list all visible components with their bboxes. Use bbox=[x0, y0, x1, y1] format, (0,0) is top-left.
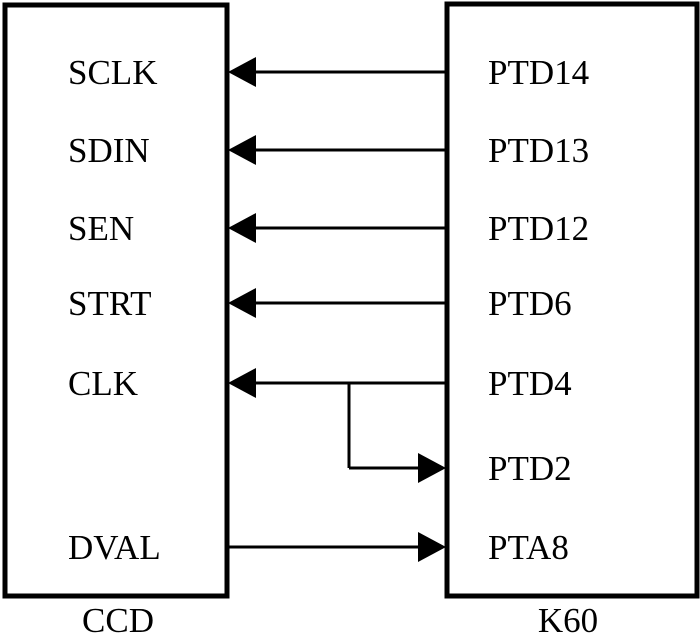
k60-pin-ptd14: PTD14 bbox=[488, 53, 589, 92]
ccd-pin-strt: STRT bbox=[68, 284, 151, 323]
k60-pin-ptd6: PTD6 bbox=[488, 284, 572, 323]
ccd-pin-sdin: SDIN bbox=[68, 131, 150, 170]
ccd-pin-sen: SEN bbox=[68, 209, 134, 248]
k60-pin-pta8: PTA8 bbox=[488, 528, 569, 567]
signal-dval-arrowhead-icon bbox=[418, 532, 446, 562]
signal-ptd6-arrowhead-icon bbox=[228, 288, 256, 318]
signal-ptd2-arrowhead-icon bbox=[418, 453, 446, 483]
ccd-pin-dval: DVAL bbox=[68, 528, 161, 567]
signal-ptd4-arrowhead-icon bbox=[228, 368, 256, 398]
k60-pin-ptd2: PTD2 bbox=[488, 449, 572, 488]
ccd-pin-clk: CLK bbox=[68, 364, 138, 403]
k60-label: K60 bbox=[538, 601, 598, 638]
signal-ptd12-arrowhead-icon bbox=[228, 213, 256, 243]
k60-pin-ptd4: PTD4 bbox=[488, 364, 572, 403]
ccd-block bbox=[2, 2, 230, 599]
k60-block bbox=[444, 1, 700, 599]
k60-pin-ptd13: PTD13 bbox=[488, 131, 589, 170]
signal-ptd14-arrowhead-icon bbox=[228, 57, 256, 87]
ccd-label: CCD bbox=[82, 601, 154, 638]
ccd-pin-sclk: SCLK bbox=[68, 53, 157, 92]
signal-ptd13-arrowhead-icon bbox=[228, 135, 256, 165]
k60-pin-ptd12: PTD12 bbox=[488, 209, 589, 248]
